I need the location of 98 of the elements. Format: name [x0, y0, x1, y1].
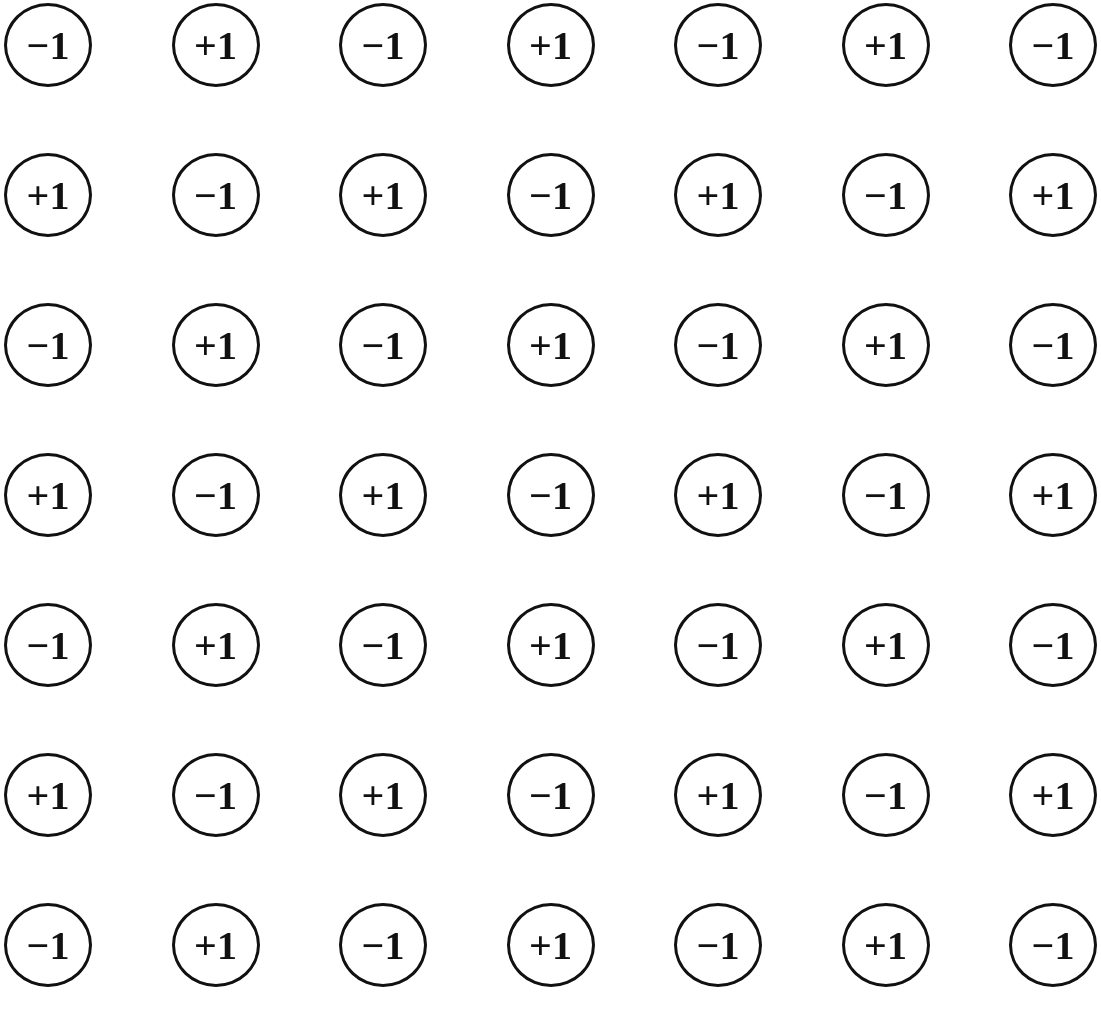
circle: [171, 453, 260, 537]
value-label: −1: [864, 471, 907, 519]
circle: [674, 753, 762, 837]
circle: [4, 3, 92, 87]
circle: [506, 303, 595, 387]
value-label: +1: [361, 171, 405, 219]
value-label: −1: [529, 471, 572, 519]
value-label: +1: [696, 771, 740, 819]
value-label: −1: [696, 621, 740, 669]
value-label: −1: [361, 321, 405, 369]
circle: [171, 903, 260, 987]
value-label: +1: [26, 471, 70, 519]
value-label: +1: [194, 321, 237, 369]
value-label: −1: [361, 921, 405, 969]
circle: [339, 453, 427, 537]
circle: [674, 903, 762, 987]
value-label: −1: [194, 771, 237, 819]
circle: [841, 3, 930, 87]
circle: [171, 303, 260, 387]
value-label: −1: [26, 321, 70, 369]
circle: [1009, 303, 1097, 387]
circle: [674, 453, 762, 537]
circle: [339, 303, 427, 387]
circle: [841, 453, 930, 537]
circle: [674, 3, 762, 87]
circle: [841, 753, 930, 837]
circle: [171, 153, 260, 237]
value-label: +1: [26, 771, 70, 819]
circle: [674, 153, 762, 237]
circle: [4, 603, 92, 687]
circle: [1009, 453, 1097, 537]
circle: [1009, 753, 1097, 837]
value-label: +1: [864, 921, 907, 969]
value-label: −1: [194, 171, 237, 219]
circle: [339, 903, 427, 987]
value-label: −1: [361, 621, 405, 669]
circle: [4, 753, 92, 837]
value-label: −1: [864, 171, 907, 219]
value-label: +1: [361, 471, 405, 519]
circle: [4, 453, 92, 537]
circle: [841, 153, 930, 237]
circle: [171, 3, 260, 87]
value-label: +1: [529, 621, 572, 669]
value-label: +1: [194, 621, 237, 669]
circle: [4, 903, 92, 987]
circle: [171, 753, 260, 837]
circle: [4, 153, 92, 237]
value-label: −1: [26, 621, 70, 669]
circle: [506, 453, 595, 537]
value-label: −1: [1031, 621, 1075, 669]
value-label: −1: [194, 471, 237, 519]
value-label: −1: [864, 771, 907, 819]
value-label: +1: [864, 321, 907, 369]
circle: [339, 3, 427, 87]
circle: [1009, 903, 1097, 987]
value-label: −1: [1031, 21, 1075, 69]
value-label: −1: [1031, 321, 1075, 369]
circle: [171, 603, 260, 687]
circle: [339, 753, 427, 837]
circle: [1009, 603, 1097, 687]
circle: [1009, 3, 1097, 87]
circle: [506, 903, 595, 987]
circle: [841, 903, 930, 987]
circle: [674, 603, 762, 687]
value-label: −1: [529, 171, 572, 219]
value-label: +1: [864, 21, 907, 69]
value-label: +1: [361, 771, 405, 819]
value-label: +1: [864, 621, 907, 669]
value-label: +1: [529, 921, 572, 969]
value-label: +1: [1031, 771, 1075, 819]
value-label: −1: [696, 921, 740, 969]
value-label: +1: [26, 171, 70, 219]
value-label: −1: [26, 921, 70, 969]
value-label: −1: [696, 321, 740, 369]
value-label: +1: [529, 21, 572, 69]
circle: [1009, 153, 1097, 237]
value-label: +1: [696, 471, 740, 519]
circle: [674, 303, 762, 387]
value-label: +1: [529, 321, 572, 369]
value-label: +1: [194, 921, 237, 969]
value-label: +1: [1031, 171, 1075, 219]
circle: [506, 753, 595, 837]
circle: [4, 303, 92, 387]
circle: [506, 3, 595, 87]
circle: [841, 603, 930, 687]
value-label: −1: [26, 21, 70, 69]
value-label: +1: [696, 171, 740, 219]
circle: [841, 303, 930, 387]
value-label: +1: [1031, 471, 1075, 519]
circle: [506, 153, 595, 237]
circle: [339, 153, 427, 237]
value-label: −1: [361, 21, 405, 69]
value-label: −1: [1031, 921, 1075, 969]
circle: [339, 603, 427, 687]
circle: [506, 603, 595, 687]
value-label: −1: [529, 771, 572, 819]
value-label: −1: [696, 21, 740, 69]
value-label: +1: [194, 21, 237, 69]
